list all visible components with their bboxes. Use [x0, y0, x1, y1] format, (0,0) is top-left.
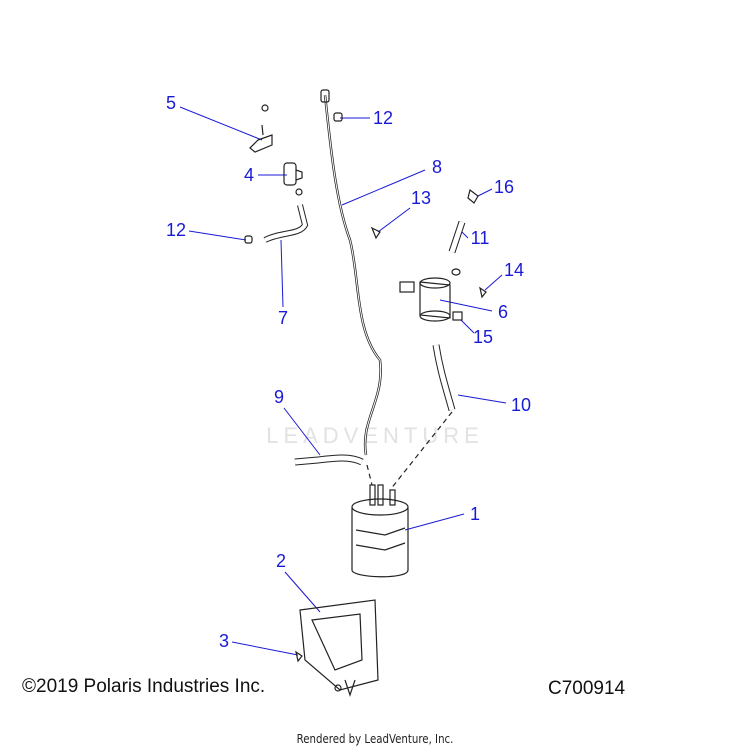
callout-5[interactable]: 5	[165, 93, 177, 113]
callout-14[interactable]: 14	[503, 260, 525, 280]
callout-12-top[interactable]: 12	[372, 108, 394, 128]
rendered-by-text: Rendered by LeadVenture, Inc.	[296, 732, 454, 746]
callout-1[interactable]: 1	[469, 504, 481, 524]
callout-2[interactable]: 2	[275, 551, 287, 571]
callout-10[interactable]: 10	[510, 395, 532, 415]
callout-6[interactable]: 6	[497, 302, 509, 322]
parts-linework	[179, 89, 507, 697]
callout-9[interactable]: 9	[273, 387, 285, 407]
copyright-text: ©2019 Polaris Industries Inc.	[22, 676, 266, 697]
callout-16[interactable]: 16	[493, 177, 515, 197]
callout-3[interactable]: 3	[218, 631, 230, 651]
callout-12-left[interactable]: 12	[165, 220, 187, 240]
callout-7[interactable]: 7	[277, 308, 289, 328]
diagram-code: C700914	[548, 678, 626, 699]
callout-4[interactable]: 4	[243, 165, 255, 185]
callout-13[interactable]: 13	[410, 188, 432, 208]
watermark: LEADVENTURE	[266, 423, 484, 448]
callout-15[interactable]: 15	[472, 327, 494, 347]
callout-8[interactable]: 8	[431, 157, 443, 177]
callout-11[interactable]: 11	[470, 228, 490, 248]
leader-lines	[179, 106, 507, 656]
